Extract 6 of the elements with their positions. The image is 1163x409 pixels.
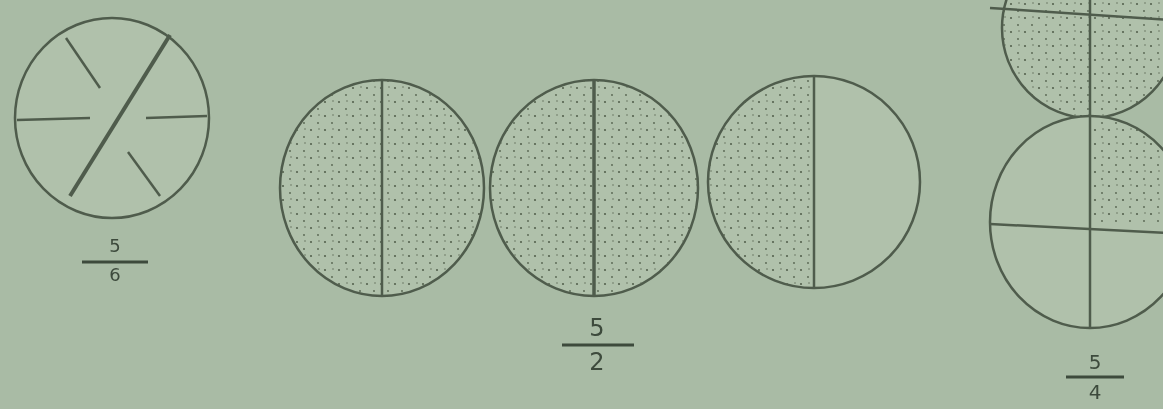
numerator: 5: [588, 316, 606, 340]
numerator: 5: [1087, 352, 1103, 372]
numerator: 5: [108, 237, 122, 255]
denominator: 4: [1087, 382, 1103, 402]
denominator: 2: [588, 350, 606, 374]
denominator: 6: [108, 266, 122, 284]
